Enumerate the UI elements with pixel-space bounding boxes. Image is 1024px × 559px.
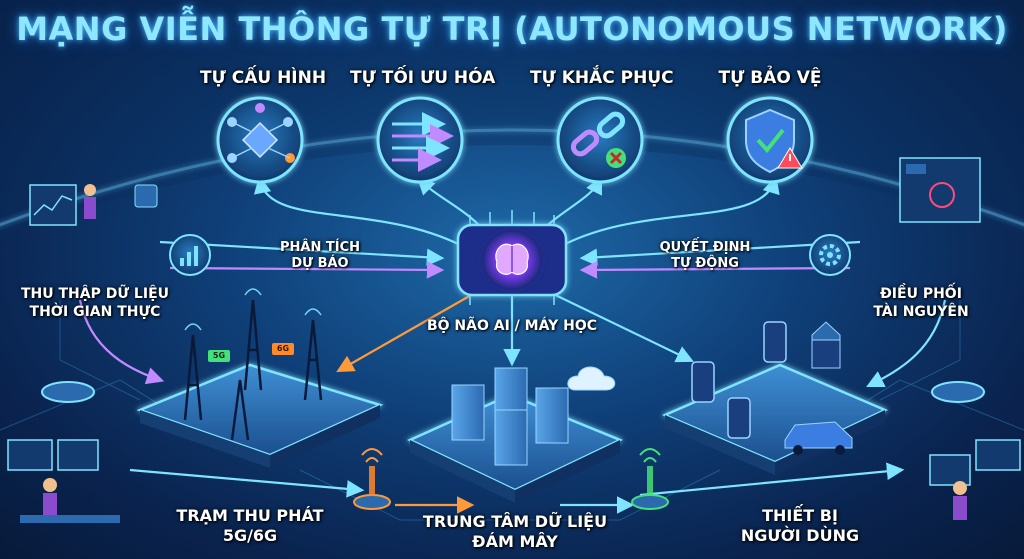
flow-analysis-line-1: PHÂN TÍCH <box>280 240 360 255</box>
tower-platform <box>136 288 384 468</box>
cell-tower-icon <box>183 299 323 441</box>
flow-label-analysis: PHÂN TÍCH DỰ BÁO <box>255 240 385 273</box>
flow-collect-line-1: THU THẬP DỮ LIỆU <box>21 286 169 302</box>
platform-devices-line-1: THIẾT BỊ <box>762 506 838 525</box>
platform-label-devices: THIẾT BỊ NGƯỜI DÙNG <box>720 506 880 546</box>
sensor-puck-left <box>41 381 95 403</box>
capability-self-config <box>216 96 304 184</box>
network-config-icon <box>227 103 295 163</box>
platform-datacenter-line-1: TRUNG TÂM DỮ LIỆU <box>422 512 608 531</box>
operator-console-top-left <box>29 184 158 226</box>
flow-collect-line-2: THỜI GIAN THỰC <box>29 303 161 320</box>
operator-console-bottom-left <box>7 439 120 523</box>
platform-tower-line-2: 5G/6G <box>222 526 278 545</box>
platform-label-datacenter: TRUNG TÂM DỮ LIỆU ĐÁM MÂY <box>415 512 615 552</box>
capability-label-self-config: TỰ CẤU HÌNH <box>200 68 327 88</box>
flow-decision-line-1: QUYẾT ĐỊNH <box>659 240 751 255</box>
flow-orchestrate-line-1: ĐIỀU PHỐI <box>880 286 962 302</box>
sensor-puck-right <box>931 381 985 403</box>
capability-self-optimize <box>376 96 464 184</box>
badge-6g <box>272 343 294 355</box>
capability-label-self-protect: TỰ BẢO VỆ <box>718 68 822 88</box>
shield-check-icon <box>745 108 803 174</box>
badge-5g-label: 5G <box>212 351 226 360</box>
capability-self-heal <box>556 96 644 184</box>
gear-icon <box>809 234 851 276</box>
devices-platform <box>661 321 889 475</box>
optimization-arrows-icon <box>392 112 454 172</box>
flow-decision-line-2: TỰ ĐỘNG <box>671 256 739 272</box>
signal-puck-orange <box>353 448 391 510</box>
platform-label-tower: TRẠM THU PHÁT 5G/6G <box>170 506 330 546</box>
ai-brain-chip-icon <box>456 210 568 308</box>
broken-chain-repair-icon <box>570 111 626 168</box>
operator-console-top-right <box>899 157 981 223</box>
capability-self-protect <box>726 96 814 184</box>
capability-label-self-optimize: TỰ TỐI ƯU HÓA <box>350 68 496 88</box>
capability-label-self-heal: TỰ KHẮC PHỤC <box>530 68 674 88</box>
analytics-chart-icon <box>169 234 211 276</box>
platform-datacenter-line-2: ĐÁM MÂY <box>472 532 558 551</box>
page-title: MẠNG VIỄN THÔNG TỰ TRỊ (AUTONOMOUS NETWO… <box>16 10 1008 48</box>
datacenter-platform <box>407 366 624 503</box>
user-devices-icon <box>691 321 853 455</box>
badge-6g-label: 6G <box>276 344 290 353</box>
platform-devices-line-2: NGƯỜI DÙNG <box>740 526 860 545</box>
flow-analysis-line-2: DỰ BÁO <box>291 256 349 272</box>
flow-label-orchestrate: ĐIỀU PHỐI TÀI NGUYÊN <box>846 286 996 321</box>
flow-label-decision: QUYẾT ĐỊNH TỰ ĐỘNG <box>640 240 770 273</box>
core-label: BỘ NÃO AI / MÁY HỌC <box>426 318 597 334</box>
server-cloud-icon <box>451 366 616 466</box>
badge-5g <box>208 350 230 362</box>
flow-label-collect: THU THẬP DỮ LIỆU THỜI GIAN THỰC <box>10 286 180 321</box>
signal-puck-green <box>631 448 669 510</box>
operator-console-bottom-right <box>929 439 1021 520</box>
platform-tower-line-1: TRẠM THU PHÁT <box>176 506 324 525</box>
flow-orchestrate-line-2: TÀI NGUYÊN <box>873 303 969 320</box>
